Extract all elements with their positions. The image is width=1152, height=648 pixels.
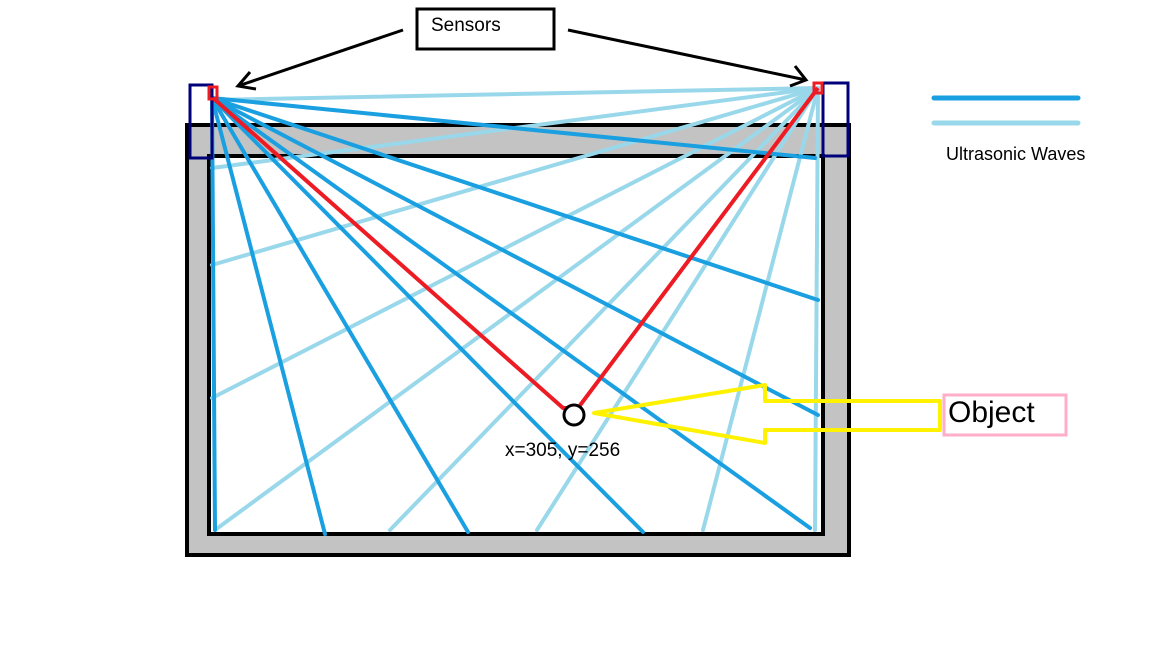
object-pointer-arrow bbox=[592, 383, 942, 445]
enclosure-frame bbox=[185, 123, 851, 557]
left-sensor-waves bbox=[210, 96, 820, 536]
sensors-label-box bbox=[415, 7, 556, 51]
object-label: Object bbox=[948, 396, 1035, 429]
legend-label: Ultrasonic Waves bbox=[946, 144, 1086, 164]
sensors-callout bbox=[235, 7, 809, 91]
sensors-label: Sensors bbox=[431, 15, 501, 36]
object-coordinates: x=305, y=256 bbox=[505, 440, 621, 461]
object-label-box bbox=[942, 393, 1068, 437]
legend-lines bbox=[931, 95, 1081, 126]
left-sensor-icon bbox=[188, 83, 219, 160]
object-marker-icon bbox=[562, 403, 586, 427]
right-sensor-icon bbox=[812, 81, 850, 158]
right-sensor-waves bbox=[210, 86, 820, 532]
